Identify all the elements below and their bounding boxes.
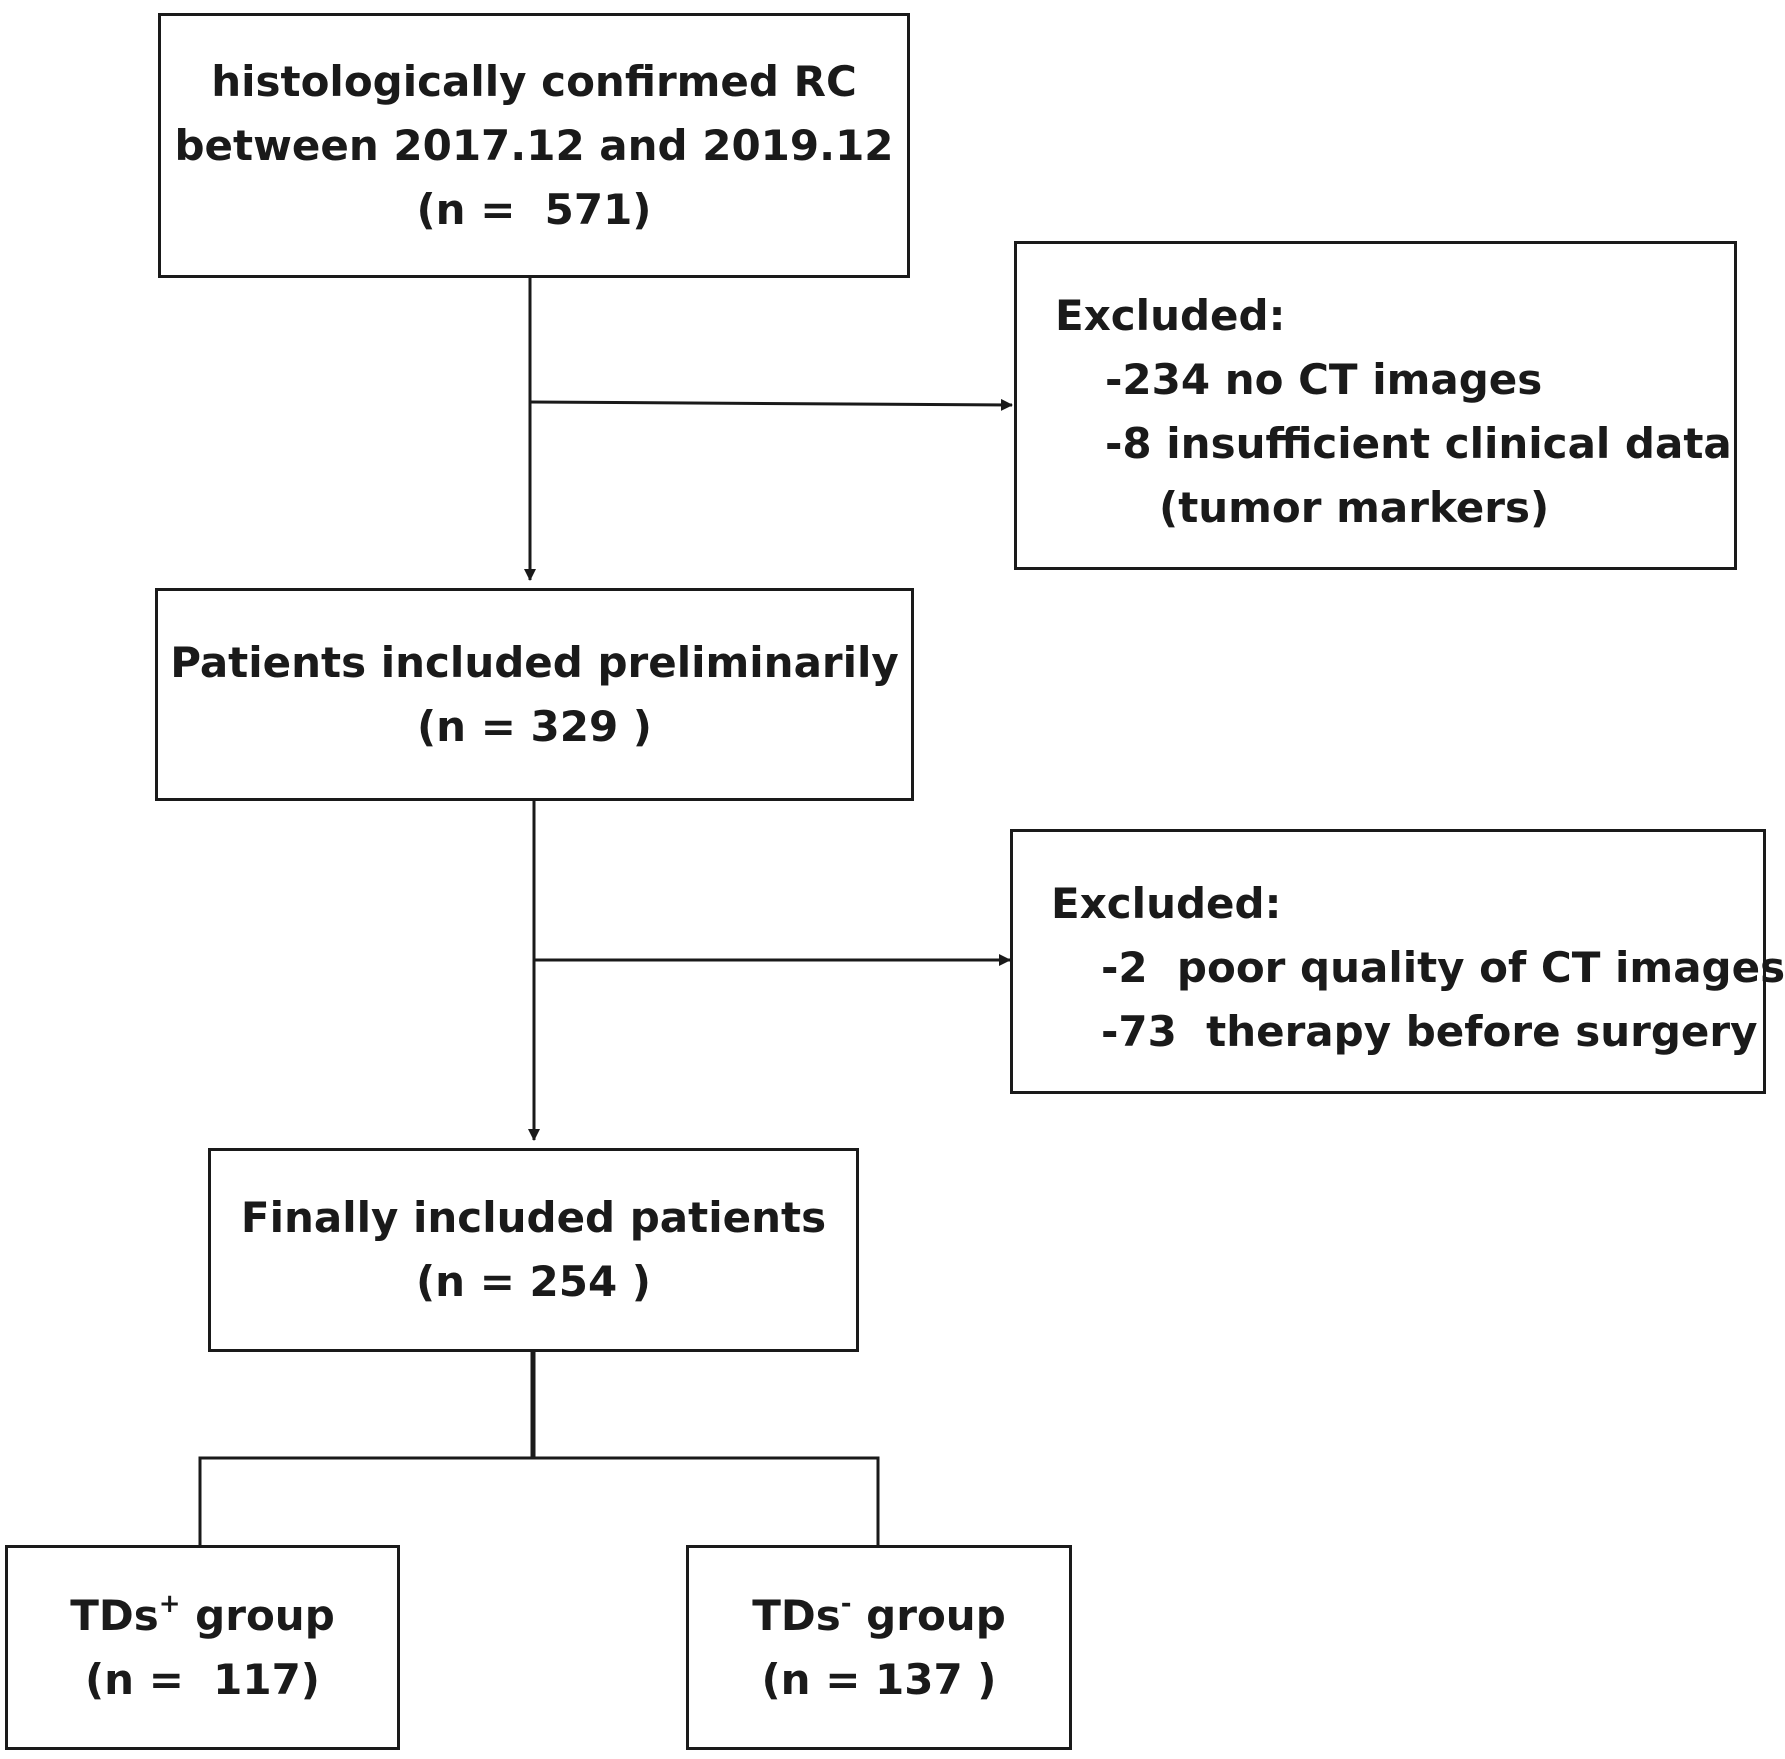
tds-positive-prefix: TDs — [70, 1590, 159, 1640]
preliminary-label: Patients included preliminarily — [170, 637, 899, 687]
tds-positive-count: (n = 117) — [84, 1654, 321, 1704]
excluded-2-item-1: -2 poor quality of CT images — [1101, 943, 1785, 992]
final-label: Finally included patients — [240, 1193, 827, 1242]
tds-negative-label: TDs- group — [752, 1584, 1006, 1648]
tds-negative-prefix: TDs — [752, 1590, 841, 1640]
preliminary-box: Patients included preliminarily (n = 329… — [155, 588, 914, 801]
excluded-2-title: Excluded: — [1051, 879, 1282, 928]
final-count: (n = 254 ) — [415, 1257, 652, 1306]
excluded-1-item-2: -8 insufficient clinical data — [1105, 419, 1732, 468]
final-box: Finally included patients (n = 254 ) — [208, 1148, 859, 1352]
split-branches — [198, 1456, 880, 1545]
excluded-1-item-1: -234 no CT images — [1105, 355, 1543, 404]
tds-positive-superscript: + — [158, 1588, 181, 1619]
tds-positive-box: TDs+ group (n = 117) — [5, 1545, 400, 1750]
tds-negative-suffix: group — [851, 1590, 1006, 1640]
excluded-1-item-3: (tumor markers) — [1159, 483, 1550, 532]
preliminary-count: (n = 329 ) — [416, 701, 653, 751]
excluded-box-2: Excluded: -2 poor quality of CT images -… — [1010, 829, 1785, 1094]
initial-count: (n = 571) — [416, 184, 652, 234]
initial-line-1: histologically confirmed RC — [211, 56, 857, 106]
initial-line-2: between 2017.12 and 2019.12 — [174, 120, 894, 170]
tds-positive-label: TDs+ group — [70, 1584, 335, 1648]
tds-negative-count: (n = 137 ) — [761, 1654, 997, 1704]
tds-negative-box: TDs- group (n = 137 ) — [686, 1545, 1072, 1750]
initial-cohort-box: histologically confirmed RC between 2017… — [158, 13, 910, 278]
tds-negative-superscript: - — [840, 1588, 852, 1619]
excluded-2-item-2: -73 therapy before surgery — [1101, 1007, 1758, 1056]
tds-positive-suffix: group — [180, 1590, 335, 1640]
arrow-to-excluded-1 — [529, 398, 1013, 411]
excluded-box-1: Excluded: -234 no CT images -8 insuffici… — [1014, 241, 1737, 570]
excluded-1-title: Excluded: — [1055, 291, 1286, 340]
